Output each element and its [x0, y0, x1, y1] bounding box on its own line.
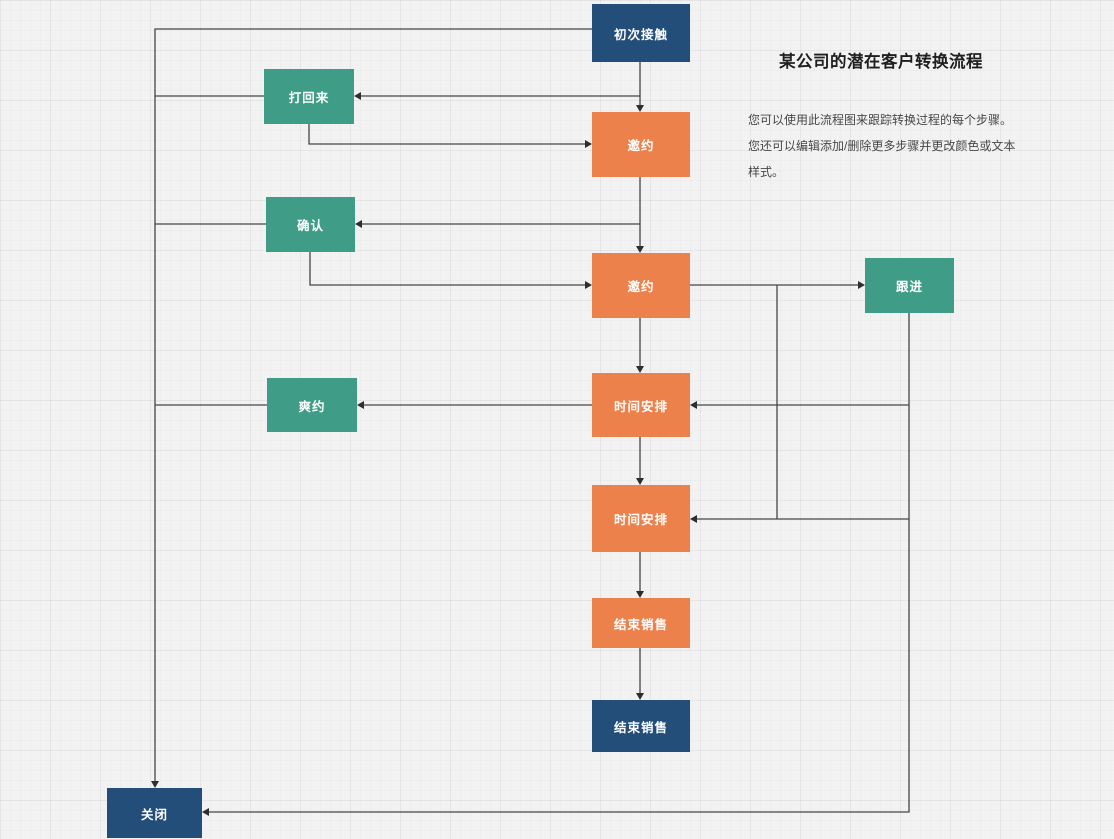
arrow-left-icon	[690, 515, 697, 523]
arrow-left-icon	[354, 92, 361, 100]
arrow-left-icon	[690, 401, 697, 409]
node-first-contact[interactable]: 初次接触	[592, 4, 690, 62]
node-end-sale-2[interactable]: 结束销售	[592, 700, 690, 752]
node-confirm[interactable]: 确认	[266, 197, 355, 252]
diagram-title: 某公司的潜在客户转换流程	[779, 53, 983, 71]
arrow-left-icon	[202, 808, 209, 816]
edge-confirm-to-invite2	[309, 252, 586, 286]
node-schedule-1[interactable]: 时间安排	[592, 373, 690, 437]
node-invite-2[interactable]: 邀约	[592, 253, 690, 318]
arrow-right-icon	[585, 140, 592, 148]
node-call-back[interactable]: 打回来	[264, 69, 354, 124]
arrow-right-icon	[585, 281, 592, 289]
arrow-down-icon	[636, 591, 644, 598]
arrow-down-icon	[636, 246, 644, 253]
edge-followup-to-close	[208, 313, 910, 813]
arrow-down-icon	[636, 366, 644, 373]
arrow-down-icon	[636, 105, 644, 112]
arrow-left-icon	[355, 220, 362, 228]
node-no-show[interactable]: 爽约	[267, 378, 357, 432]
arrow-down-icon	[151, 781, 159, 788]
diagram-description: 您可以使用此流程图来跟踪转换过程的每个步骤。您还可以编辑添加/删除更多步骤并更改…	[748, 113, 1016, 179]
arrow-right-icon	[858, 281, 865, 289]
arrow-left-icon	[357, 401, 364, 409]
arrow-down-icon	[636, 693, 644, 700]
node-follow-up[interactable]: 跟进	[865, 258, 954, 313]
node-end-sale-1[interactable]: 结束销售	[592, 598, 690, 648]
arrowhead-icons	[151, 92, 865, 816]
node-schedule-2[interactable]: 时间安排	[592, 485, 690, 552]
node-closed[interactable]: 关闭	[107, 788, 202, 838]
edge-first-contact-to-close	[154, 28, 592, 782]
arrow-down-icon	[636, 478, 644, 485]
edge-callback-to-invite1	[308, 124, 586, 145]
node-invite-1[interactable]: 邀约	[592, 112, 690, 177]
